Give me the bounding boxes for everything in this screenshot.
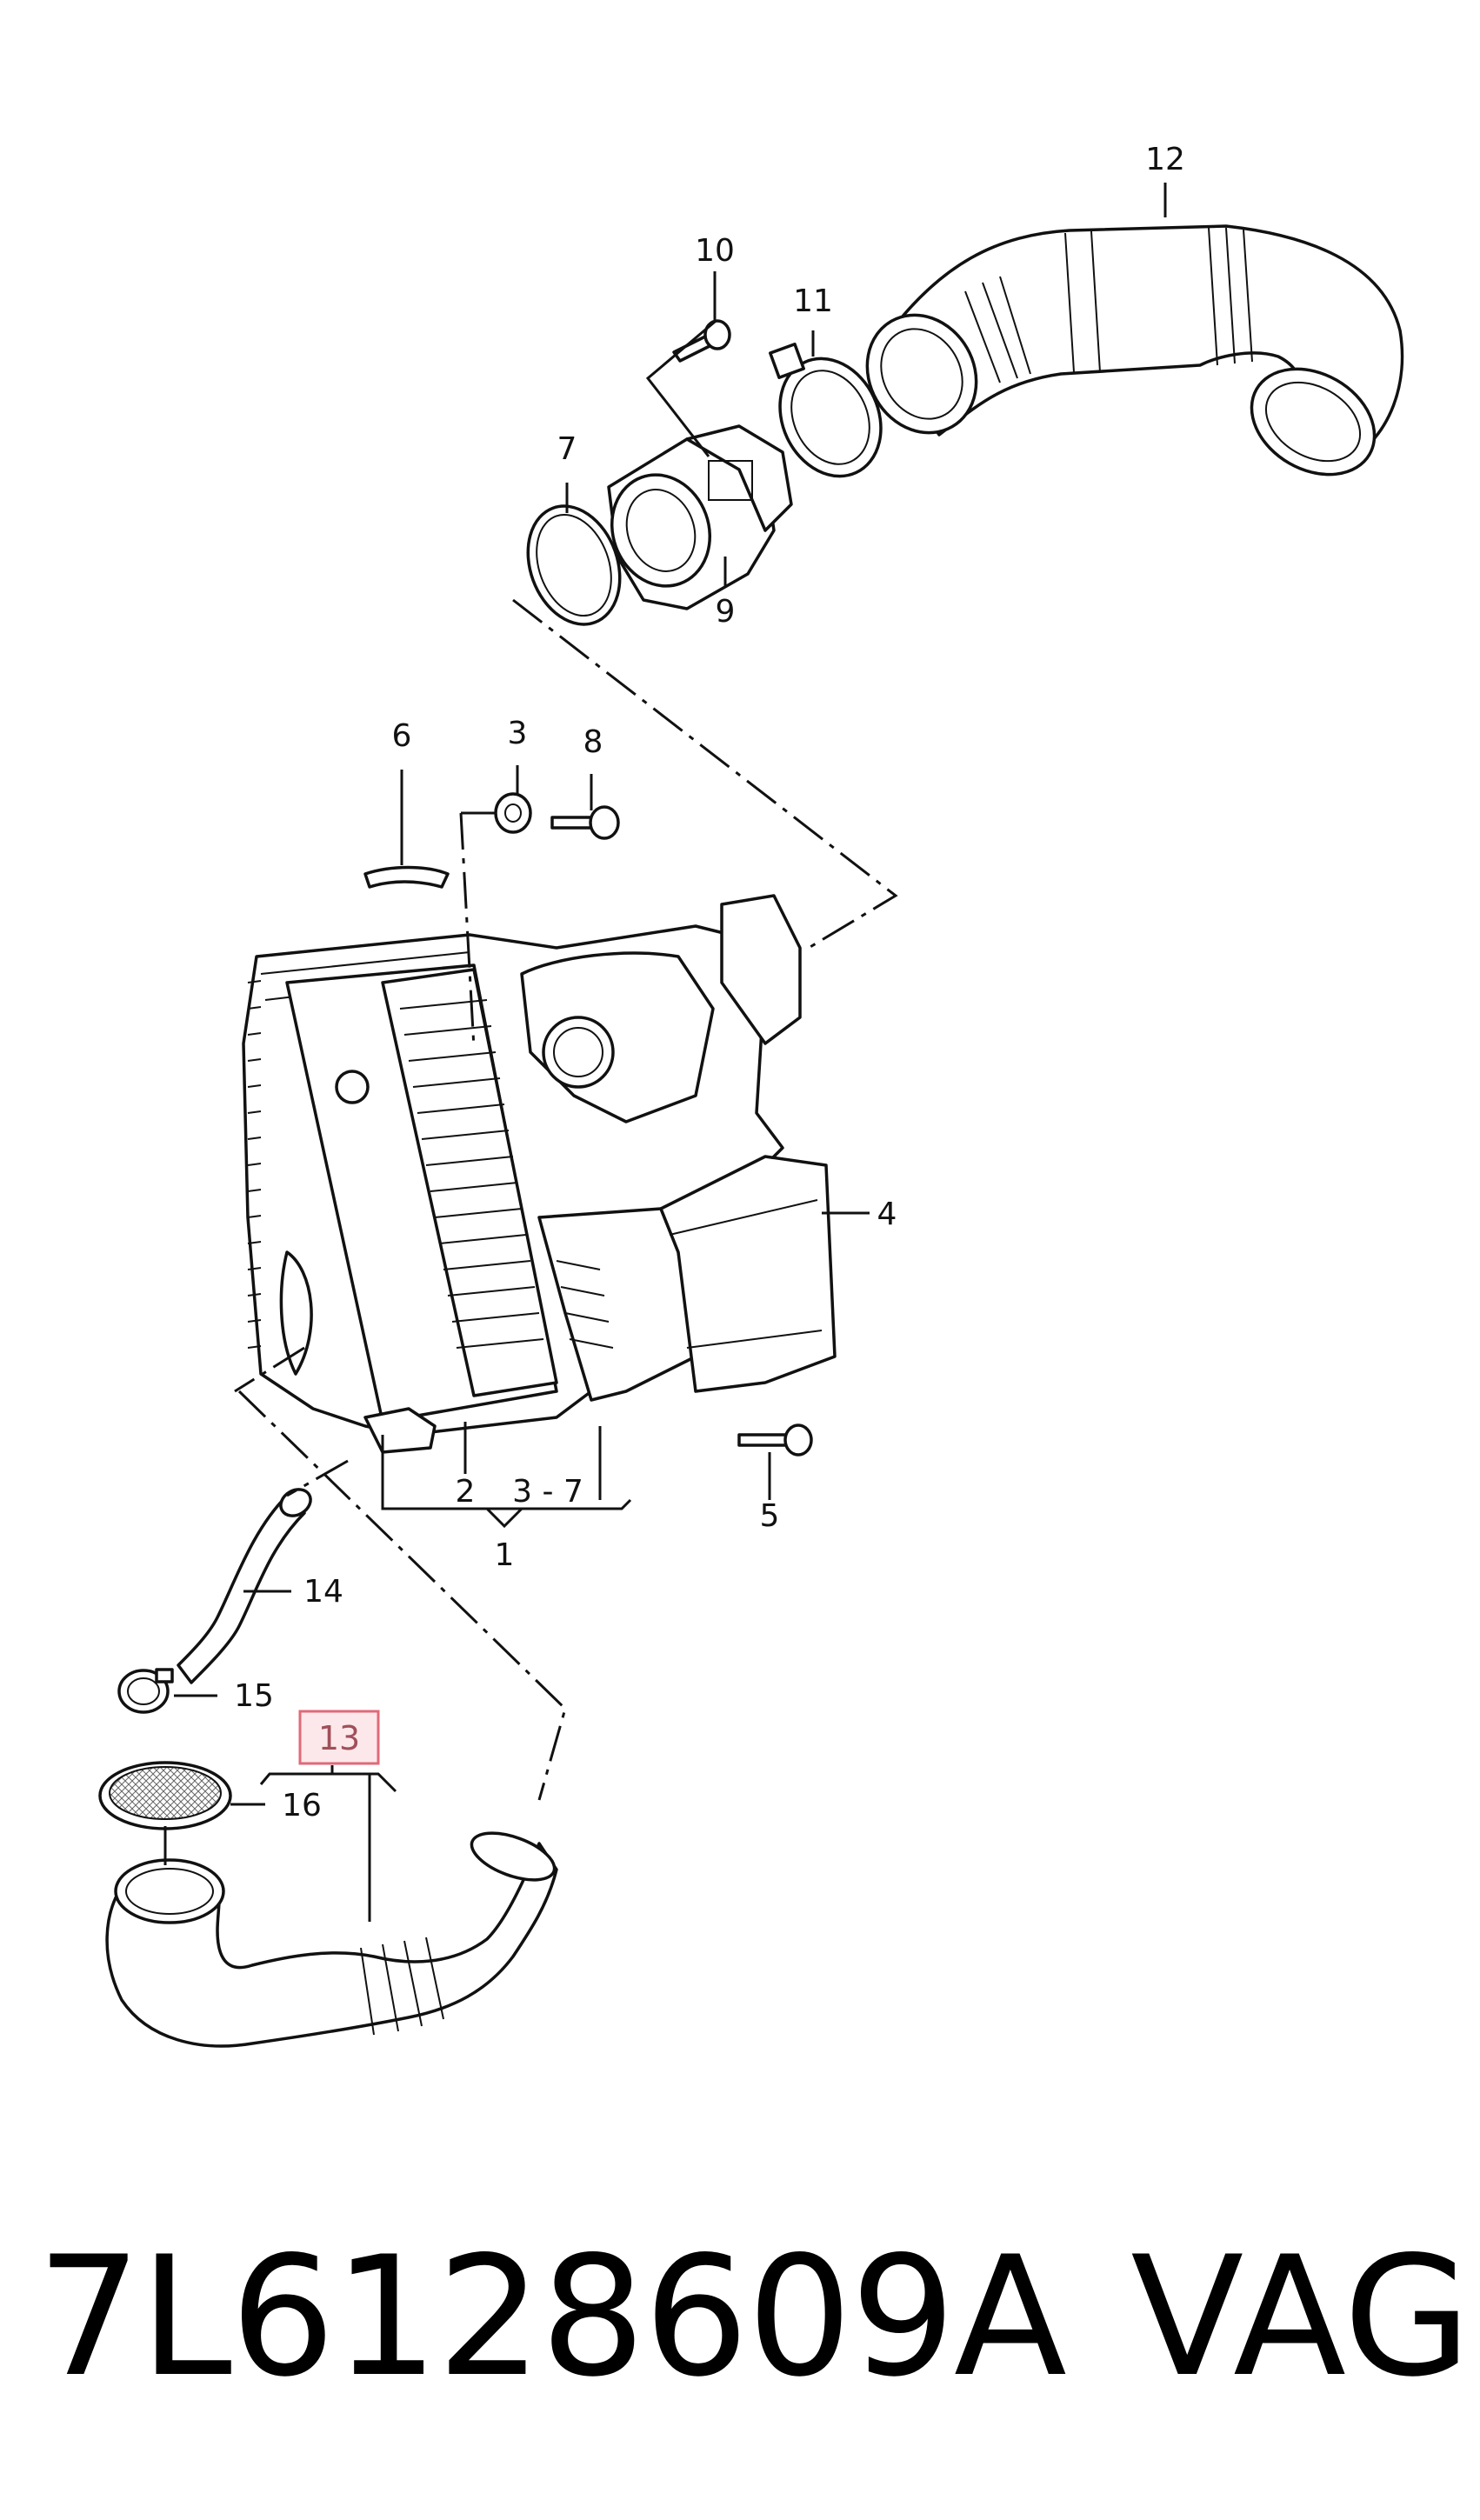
callout-8: 8 — [583, 724, 603, 760]
callout-12: 12 — [1145, 142, 1185, 177]
part-7-seal — [526, 504, 622, 626]
callout-11: 11 — [793, 283, 833, 319]
callout-10: 10 — [695, 233, 735, 269]
callout-14: 14 — [303, 1574, 343, 1610]
part-11-clamp — [769, 343, 883, 478]
callout-2: 2 — [456, 1474, 476, 1510]
brand-label: VAG — [1130, 2221, 1471, 2413]
part-13-intake-hose — [105, 1831, 558, 2048]
part-6-clip — [363, 865, 450, 889]
part-1-air-filter-housing — [242, 894, 802, 1454]
highlight-box-13 — [298, 1710, 380, 1765]
leader-lines — [163, 183, 1167, 1922]
callout-15: 15 — [234, 1678, 274, 1714]
part-number: 7L6128609A — [37, 2221, 1067, 2413]
part-3-grommet — [494, 792, 532, 834]
part-15-clamp — [117, 1668, 174, 1714]
callouts: 12 10 11 7 9 6 3 8 4 5 2 3 - 7 1 14 15 1… — [234, 142, 1185, 1823]
callout-6: 6 — [392, 718, 412, 754]
part-12-hose — [865, 224, 1404, 477]
part-16-mesh — [98, 1761, 232, 1830]
callout-1: 1 — [495, 1537, 515, 1573]
part-4-shield — [659, 1155, 837, 1393]
part-14-hose — [177, 1488, 312, 1684]
callout-4: 4 — [877, 1197, 897, 1232]
callout-7: 7 — [557, 431, 577, 467]
callout-3-7: 3 - 7 — [512, 1474, 583, 1510]
callout-9: 9 — [716, 594, 736, 630]
callout-5: 5 — [760, 1498, 780, 1534]
callout-13: 13 — [318, 1719, 360, 1757]
part-10-screw — [672, 319, 731, 363]
parts-diagram: 12 10 11 7 9 6 3 8 4 5 2 3 - 7 1 14 15 1… — [98, 142, 1404, 2048]
part-5-screw — [737, 1423, 813, 1457]
part-8-bolt — [550, 805, 620, 840]
callout-16: 16 — [282, 1788, 322, 1823]
part-9-air-mass-meter — [607, 424, 793, 610]
assembly-lines — [234, 598, 898, 1801]
callout-3: 3 — [508, 716, 528, 751]
